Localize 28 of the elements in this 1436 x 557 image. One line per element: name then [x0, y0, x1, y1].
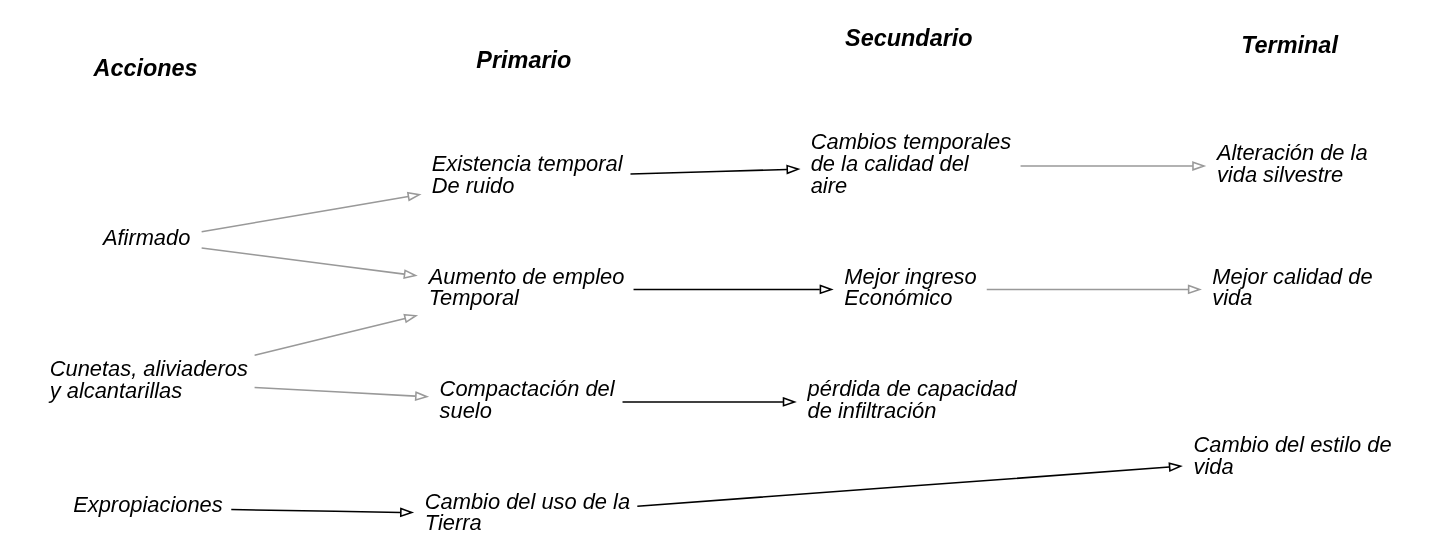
node-text: Cambios temporales de la calidad del aire — [810, 129, 1011, 198]
node-text: Expropiaciones — [72, 492, 223, 518]
arrow — [253, 313, 418, 357]
arrow — [632, 284, 834, 295]
label: Primario — [475, 47, 571, 74]
node-text: Cunetas, aliviaderos y alcantarillas — [49, 355, 248, 403]
arrow — [200, 247, 418, 279]
arrow — [636, 462, 1183, 507]
node-text: Cambio del uso de la Tierra — [424, 488, 630, 536]
arrow — [253, 386, 429, 401]
arrow — [1019, 161, 1206, 171]
node-text: Alteración de la vida silvestre — [1216, 140, 1368, 187]
node-text: Existencia temporal De ruido — [431, 151, 623, 198]
label: Acciones — [93, 55, 198, 82]
node-text: Cambio del estilo de vida — [1193, 432, 1392, 480]
node-text: Compactación del suelo — [439, 376, 615, 423]
node-text: Mejor ingreso Económico — [843, 263, 977, 311]
arrow — [985, 284, 1202, 295]
label: Terminal — [1240, 31, 1338, 58]
node-text: Aumento de empleo Temporal — [428, 263, 624, 311]
node-text: Mejor calidad de vida — [1211, 263, 1373, 311]
arrow — [200, 191, 422, 233]
arrow — [230, 507, 414, 518]
node-text: Afirmado — [102, 225, 190, 251]
arrow — [621, 397, 797, 407]
arrow — [629, 164, 801, 175]
label: Secundario — [844, 25, 973, 52]
node-text: pérdida de capacidad de infiltración — [807, 376, 1017, 423]
